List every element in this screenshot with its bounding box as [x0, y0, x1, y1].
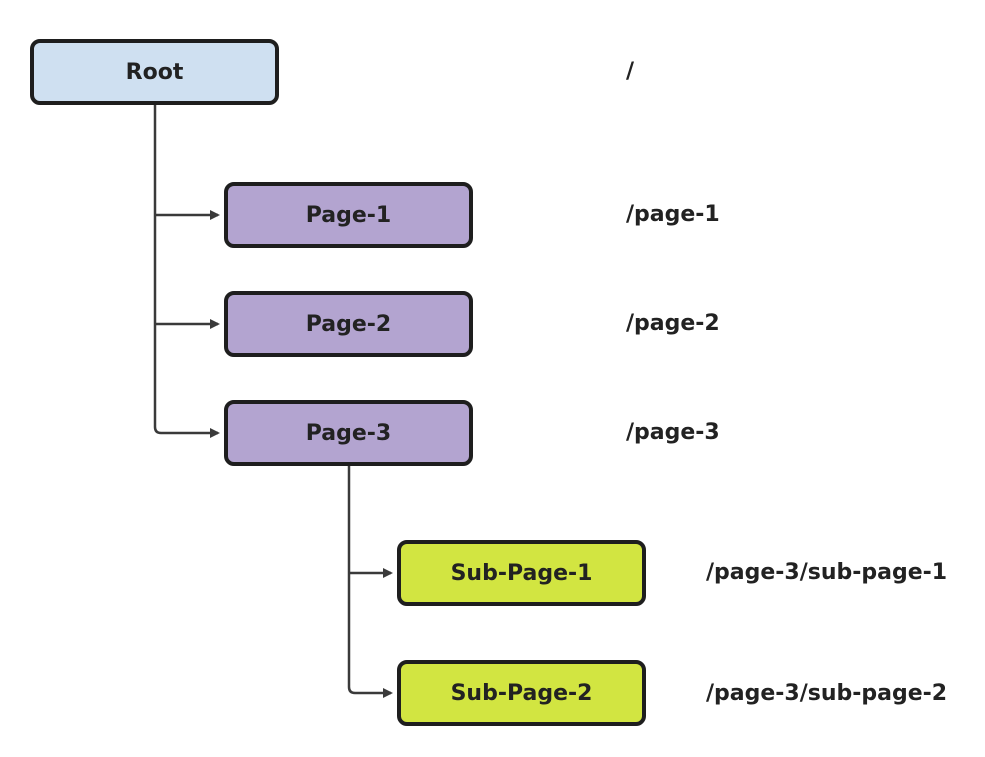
node-page-1-label: Page-1 [305, 202, 392, 228]
path-sub-page-1: /page-3/sub-page-1 [706, 560, 948, 585]
node-page-3-label: Page-3 [305, 420, 392, 446]
path-sub-page-2: /page-3/sub-page-2 [706, 681, 948, 706]
path-page-1: /page-1 [626, 202, 720, 227]
node-page-3[interactable]: Page-3 [224, 400, 473, 466]
node-page-1[interactable]: Page-1 [224, 182, 473, 248]
node-page-2[interactable]: Page-2 [224, 291, 473, 357]
node-page-2-label: Page-2 [305, 311, 392, 337]
root-trunk-line [153, 105, 220, 438]
path-root: / [626, 59, 635, 84]
page-3-trunk-line [347, 466, 393, 698]
node-sub-page-1-label: Sub-Page-1 [450, 560, 593, 586]
node-sub-page-1[interactable]: Sub-Page-1 [397, 540, 646, 606]
node-sub-page-2[interactable]: Sub-Page-2 [397, 660, 646, 726]
node-root[interactable]: Root [30, 39, 279, 105]
path-page-2: /page-2 [626, 311, 720, 336]
node-root-label: Root [125, 59, 184, 85]
path-page-3: /page-3 [626, 420, 720, 445]
node-sub-page-2-label: Sub-Page-2 [450, 680, 593, 706]
